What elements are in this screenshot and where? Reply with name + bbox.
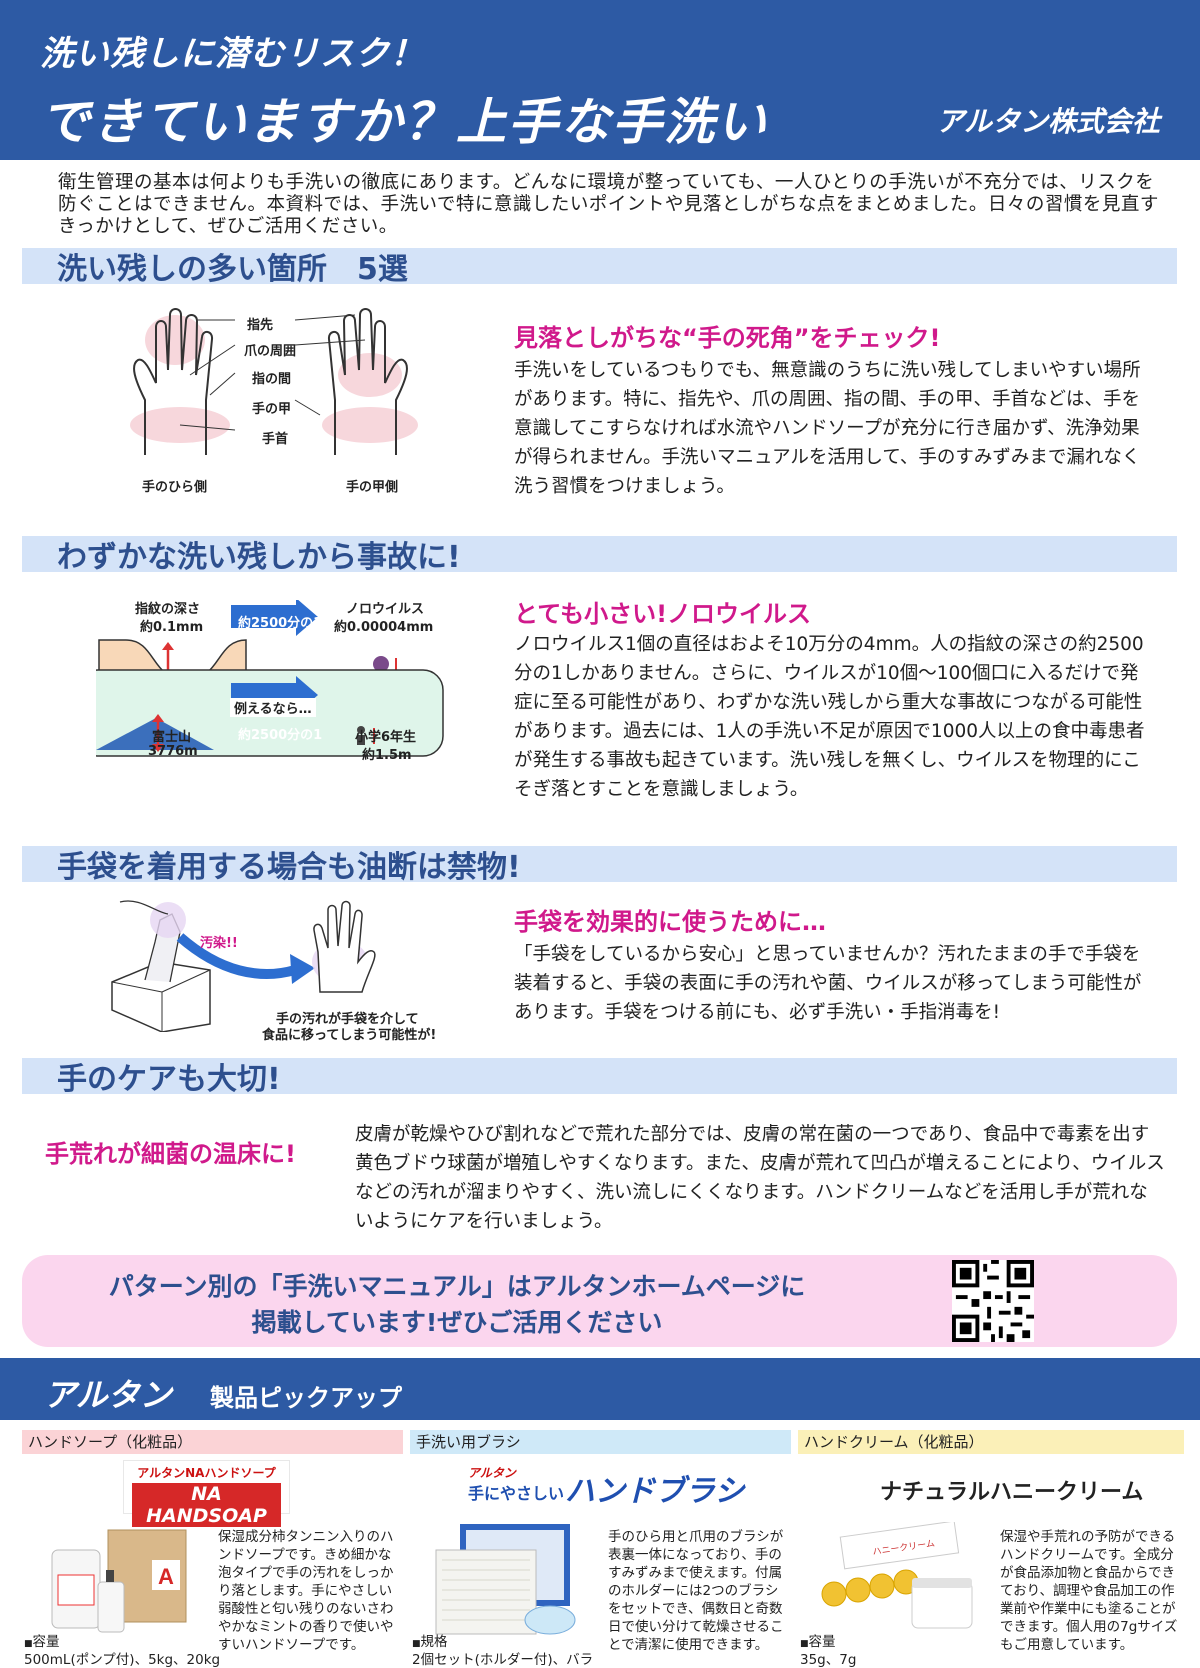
product-spec-value: 35g、7g	[800, 1652, 857, 1668]
section-body: 皮膚が乾燥やひび割れなどで荒れた部分では、皮膚の常在菌の一つであり、食品中で毒素…	[355, 1124, 1165, 1232]
section-body: 「手袋をしているから安心」と思っていませんか？汚れたままの手で手袋を装着すると、…	[514, 944, 1142, 1023]
label-back-of-hand: 手の甲	[252, 402, 292, 417]
product-description: 保湿成分柿タンニン入りのハンドソープです。きめ細かな泡タイプで手の汚れをしっかり…	[218, 1529, 394, 1653]
section-subheading: 見落としがちな“手の死角”をチェック!	[514, 324, 941, 352]
product-spec-value: 2個セット(ホルダー付)、バラ	[412, 1652, 594, 1668]
section-bar-accident: わずかな洗い残しから事故に!	[22, 536, 1177, 575]
product-description: 保湿や手荒れの予防ができるハンドクリームです。全成分が食品添加物と食品からできて…	[1000, 1529, 1178, 1653]
child-icon	[357, 726, 365, 734]
product-spec-label: ■容量	[800, 1634, 836, 1650]
company-logo: アルタン株式会社	[936, 105, 1160, 138]
section-subheading: 手荒れが細菌の温床に!	[45, 1140, 296, 1168]
product-name: ナチュラルハニークリーム	[880, 1480, 1144, 1505]
product-description: 手のひら用と爪用のブラシが表裏一体になっており、手のすみずみまで使えます。付属の…	[608, 1529, 784, 1653]
page-header: 洗い残しに潜むリスク！ できていますか？上手な手洗い アルタン株式会社	[0, 0, 1200, 160]
label-fingertip: 指先	[247, 318, 274, 333]
product-spec-label: ■規格	[412, 1634, 448, 1650]
section-title: わずかな洗い残しから事故に!	[57, 540, 461, 575]
section-title: 手袋を着用する場合も油断は禁物!	[57, 850, 521, 885]
nail-zone	[338, 353, 402, 397]
fingerprint-label: 指紋の深さ	[135, 602, 201, 617]
label-nail: 爪の周囲	[244, 344, 297, 359]
ratio-label-bottom: 約2500分の1	[238, 728, 323, 743]
norovirus-value: 約0.00004mm	[334, 620, 434, 635]
ratio-arrow-icon	[231, 600, 318, 636]
section-bar-weak-spots: 洗い残しの多い箇所 5選	[22, 248, 1177, 287]
child-label: 小学6年生	[355, 730, 417, 745]
product-name: NA HANDSOAP	[132, 1483, 281, 1527]
section-subheading: 手袋を効果的に使うために…	[514, 908, 826, 936]
label-wrist: 手首	[262, 432, 289, 447]
section-bar-gloves: 手袋を着用する場合も油断は禁物!	[22, 846, 1177, 885]
product-spec-value: 500mL(ポンプ付)、5kg、20kg	[24, 1652, 221, 1668]
banner-line-2: 掲載しています!ぜひご活用ください	[251, 1308, 663, 1337]
product-name-small: アルタンNAハンドソープ	[137, 1466, 276, 1480]
soap-product-image: A	[51, 1529, 187, 1633]
back-wrist-zone	[322, 407, 418, 443]
fingertip-zone	[145, 315, 205, 365]
palm-hand-icon	[133, 308, 214, 455]
gloved-hand-icon	[313, 900, 376, 993]
hand-diagram	[130, 308, 418, 455]
label-between-fingers: 指の間	[252, 372, 292, 387]
product-name-small: アルタン	[468, 1466, 516, 1480]
banner-line-1: パターン別の「手洗いマニュアル」はアルタンホームページに	[108, 1272, 806, 1301]
product-category: 手洗い用ブラシ	[410, 1430, 791, 1454]
products-title: 製品ピックアップ	[210, 1384, 402, 1412]
section-subheading: とても小さい!ノロウイルス	[514, 600, 812, 628]
qr-code-icon[interactable]	[952, 1260, 1034, 1342]
palm-caption: 手のひら側	[142, 480, 208, 495]
glove-diagram	[111, 900, 376, 1032]
glove-caption-2: 食品に移ってしまう可能性が!	[262, 1028, 437, 1043]
fingerprint-value: 約0.1mm	[140, 620, 204, 635]
virus-icon	[373, 656, 389, 672]
contamination-label: 汚染!!	[200, 936, 238, 951]
analogy-label: 例えるなら…	[230, 698, 316, 717]
product-logo-soap: アルタンNAハンドソープ NA HANDSOAP	[123, 1460, 290, 1527]
product-name-mid: 手にやさしい	[468, 1484, 565, 1503]
page-title: できていますか？上手な手洗い	[40, 93, 768, 151]
products-header: アルタン 製品ピックアップ	[0, 1358, 1200, 1420]
fuji-value: 3776m	[148, 744, 198, 759]
product-category: ハンドソープ（化粧品）	[22, 1430, 403, 1454]
section-title: 手のケアも大切!	[57, 1062, 281, 1097]
section-title: 洗い残しの多い箇所 5選	[57, 252, 408, 287]
header-subtitle: 洗い残しに潜むリスク！	[40, 34, 425, 74]
section-body: 手洗いをしているつもりでも、無意識のうちに洗い残してしまいやすい場所があります。…	[514, 360, 1141, 497]
fuji-label: 富士山	[152, 730, 192, 745]
section-bar-hand-care: 手のケアも大切!	[22, 1058, 1177, 1097]
back-caption: 手の甲側	[346, 480, 399, 495]
product-category: ハンドクリーム（化粧品）	[798, 1430, 1184, 1454]
glove-caption-1: 手の汚れが手袋を介して	[276, 1012, 419, 1027]
products-brand: アルタン	[44, 1376, 172, 1414]
mountain-icon	[96, 718, 214, 750]
cream-product-image: ハニークリーム	[821, 1522, 973, 1629]
hand-icon	[119, 900, 169, 915]
product-spec-label: ■容量	[24, 1634, 60, 1650]
norovirus-label: ノロウイルス	[346, 602, 425, 617]
back-hand-icon	[327, 308, 408, 455]
product-name: ハンドブラシ	[565, 1474, 745, 1509]
svg-text:A: A	[158, 1564, 174, 1589]
child-value: 約1.5m	[362, 748, 412, 763]
intro-paragraph: 衛生管理の基本は何よりも手洗いの徹底にあります。どんなに環境が整っていても、一人…	[58, 172, 1159, 237]
section-body: ノロウイルス1個の直径はおよそ10万分の4mm。人の指紋の深さの約2500分の1…	[514, 634, 1145, 800]
transfer-arrow-icon	[176, 933, 297, 979]
brush-product-image	[435, 1524, 576, 1635]
ratio-label-top: 約2500分の1	[238, 616, 323, 631]
